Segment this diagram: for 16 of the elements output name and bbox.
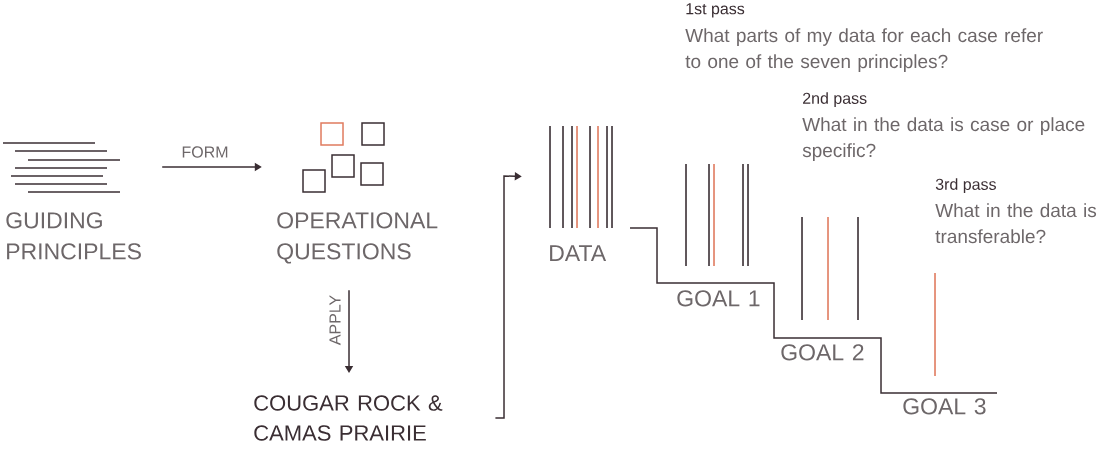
node-label: GOAL 3 bbox=[903, 398, 986, 415]
node-label: GOAL 2 bbox=[781, 344, 864, 361]
node-label: GUIDING PRINCIPLES bbox=[6, 212, 141, 260]
node-label: OPERATIONAL QUESTIONS bbox=[277, 212, 438, 264]
place-label: COUGAR ROCK & CAMAS PRAIRIE bbox=[254, 395, 443, 441]
pass-heading: 3rd pass bbox=[935, 178, 996, 194]
edge-label: APPLY bbox=[329, 295, 341, 346]
pass-heading: 2nd pass bbox=[803, 92, 867, 108]
node-label: GOAL 1 bbox=[677, 290, 760, 307]
node-label: DATA bbox=[550, 245, 607, 262]
pass-question: What in the data is case or place specific? bbox=[802, 117, 1085, 161]
arrow bbox=[494, 172, 522, 419]
pass-question: What in the data is transferable? bbox=[935, 203, 1097, 244]
pass-heading: 1st pass bbox=[686, 3, 745, 18]
pass-question: What parts of my data for each case refer to one of the seven principles? bbox=[685, 28, 1043, 72]
edge-label: FORM bbox=[182, 146, 228, 158]
